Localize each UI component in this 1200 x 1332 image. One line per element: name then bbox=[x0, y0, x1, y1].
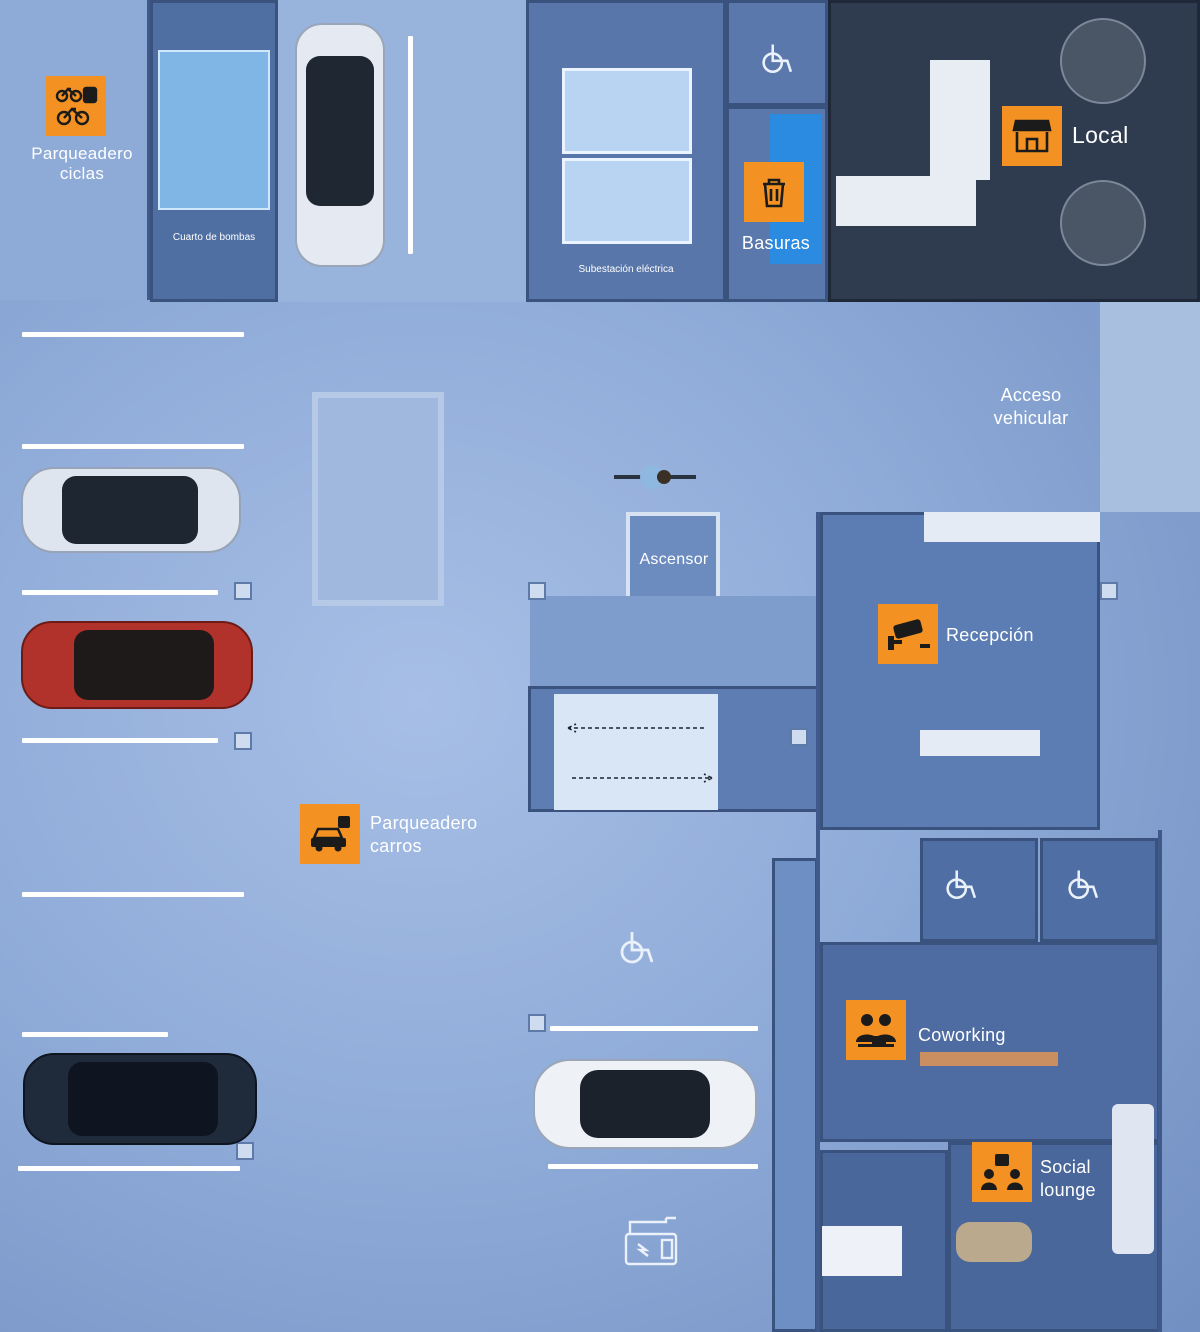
column bbox=[528, 582, 546, 600]
restroom-top bbox=[726, 0, 828, 106]
coworking-bench bbox=[920, 1052, 1058, 1066]
wall bbox=[816, 512, 820, 1332]
column bbox=[790, 728, 808, 746]
shop-badge bbox=[1002, 106, 1062, 166]
social-lounge-badge bbox=[972, 1142, 1032, 1202]
column bbox=[1100, 582, 1118, 600]
wall bbox=[1158, 830, 1162, 1332]
security-camera-icon bbox=[888, 619, 930, 650]
coworking-badge bbox=[846, 1000, 906, 1060]
column bbox=[528, 1014, 546, 1032]
car-dark bbox=[23, 1053, 257, 1145]
bicycle-parking-icon bbox=[55, 86, 98, 126]
vehicle-access-label: Acceso vehicular bbox=[993, 385, 1069, 428]
transformer-2 bbox=[562, 158, 692, 244]
storage-lockers bbox=[772, 858, 818, 1332]
parking-line bbox=[22, 1032, 168, 1037]
ramp-void bbox=[312, 392, 444, 606]
substation-label: Subestación eléctrica bbox=[578, 264, 674, 275]
parking-line bbox=[22, 892, 244, 897]
car-parking-icon bbox=[311, 816, 350, 852]
shop-table-2 bbox=[1060, 180, 1146, 266]
shop-counter-2 bbox=[930, 60, 990, 180]
wheelchair-icon bbox=[946, 870, 977, 900]
people-meeting-icon bbox=[981, 1154, 1023, 1190]
parking-line bbox=[550, 1026, 758, 1031]
pump-room-label: Cuarto de bombas bbox=[172, 232, 256, 243]
car-parking-badge bbox=[300, 804, 360, 864]
trash-label: Basuras bbox=[741, 233, 811, 253]
parking-line bbox=[22, 332, 244, 337]
social-lounge-label: Social lounge bbox=[1040, 1157, 1096, 1200]
storefront-icon bbox=[1012, 119, 1052, 153]
bike-parking-room bbox=[0, 0, 150, 300]
bike-parking-badge bbox=[46, 76, 106, 136]
car-parking-label: Parqueadero carros bbox=[370, 813, 478, 856]
stair-arrows bbox=[567, 723, 713, 783]
parking-line bbox=[22, 738, 218, 743]
reception-counter bbox=[920, 730, 1040, 756]
parking-line bbox=[22, 590, 218, 595]
car-white bbox=[21, 467, 241, 553]
shop-counter bbox=[836, 176, 976, 226]
shop-table-1 bbox=[1060, 18, 1146, 104]
car-white-sedan bbox=[533, 1059, 757, 1149]
parking-line bbox=[408, 36, 413, 254]
pump-equipment bbox=[158, 50, 270, 210]
office-desk bbox=[822, 1226, 902, 1276]
reception-desk bbox=[924, 512, 1100, 542]
restroom-2 bbox=[1040, 838, 1158, 942]
wheelchair-icon bbox=[620, 932, 654, 964]
reception-room bbox=[820, 512, 1100, 830]
parking-line bbox=[22, 444, 244, 449]
elevator-label: Ascensor bbox=[639, 551, 709, 568]
car-white-suv bbox=[295, 23, 385, 267]
column bbox=[234, 582, 252, 600]
parking-line bbox=[18, 1166, 240, 1171]
column bbox=[234, 732, 252, 750]
ev-charger-icon bbox=[624, 1216, 678, 1266]
coworking-label: Coworking bbox=[918, 1025, 1006, 1045]
bike-parking-label: Parqueadero ciclas bbox=[31, 144, 133, 183]
stair-flight bbox=[554, 694, 718, 810]
shop-label: Local bbox=[1072, 122, 1129, 148]
lounge-table bbox=[956, 1222, 1032, 1262]
trash-badge bbox=[744, 162, 804, 222]
vehicle-access-lane bbox=[1100, 302, 1200, 512]
transformer-1 bbox=[562, 68, 692, 154]
parking-line bbox=[548, 1164, 758, 1169]
reception-label: Recepción bbox=[946, 625, 1034, 645]
restroom-1 bbox=[920, 838, 1038, 942]
wheelchair-icon bbox=[762, 44, 793, 73]
lobby-corridor bbox=[530, 596, 820, 686]
cyclist-figure bbox=[614, 465, 696, 489]
wheelchair-icon bbox=[1068, 870, 1099, 900]
people-laptop-icon bbox=[856, 1014, 896, 1047]
column bbox=[236, 1142, 254, 1160]
reception-badge bbox=[878, 604, 938, 664]
trash-can-icon bbox=[763, 178, 785, 208]
car-red bbox=[21, 621, 253, 709]
lounge-sofa bbox=[1112, 1104, 1154, 1254]
